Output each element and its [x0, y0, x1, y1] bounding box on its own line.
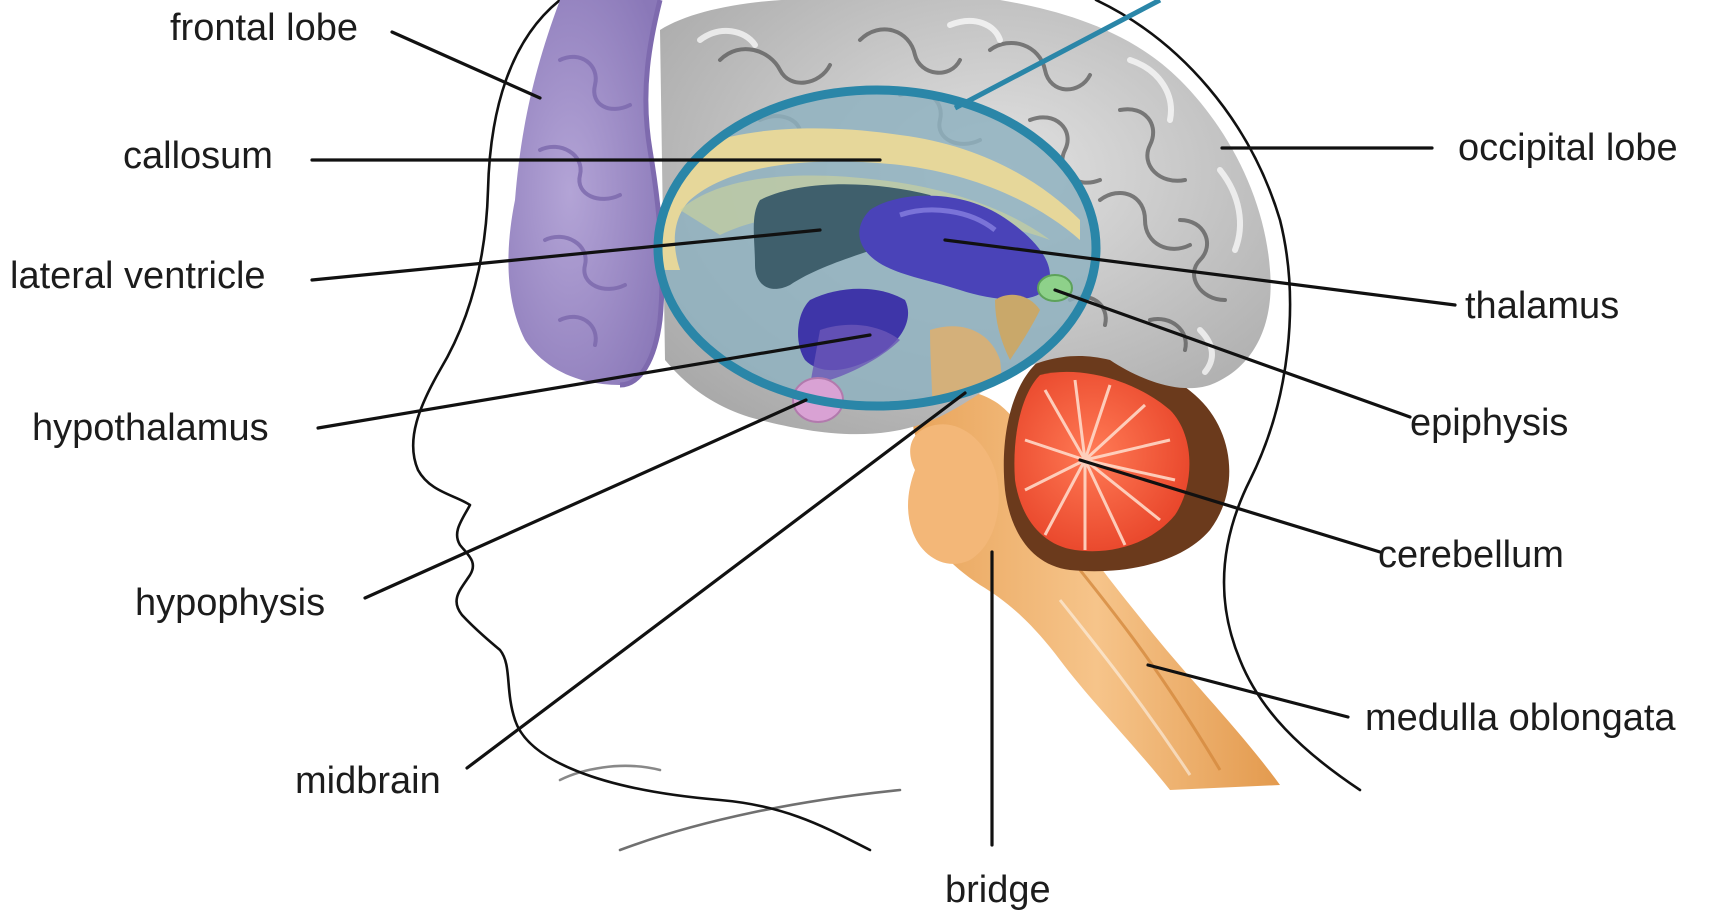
label-medulla-oblongata: medulla oblongata	[1365, 697, 1676, 739]
label-occipital-lobe: occipital lobe	[1458, 127, 1678, 169]
label-midbrain: midbrain	[295, 760, 441, 802]
label-lateral-ventricle: lateral ventricle	[10, 255, 266, 297]
leader-frontal-lobe	[392, 32, 540, 98]
label-cerebellum: cerebellum	[1378, 534, 1564, 576]
frontal-lobe-illustration	[508, 0, 662, 385]
label-epiphysis: epiphysis	[1410, 402, 1568, 444]
epiphysis-shape	[1038, 275, 1072, 301]
label-thalamus: thalamus	[1465, 285, 1619, 327]
label-hypothalamus: hypothalamus	[32, 407, 269, 449]
label-frontal-lobe: frontal lobe	[170, 7, 358, 49]
leader-midbrain	[467, 393, 965, 768]
label-bridge: bridge	[945, 869, 1051, 911]
label-callosum: callosum	[123, 135, 273, 177]
label-hypophysis: hypophysis	[135, 582, 325, 624]
leader-hypophysis	[365, 400, 806, 598]
